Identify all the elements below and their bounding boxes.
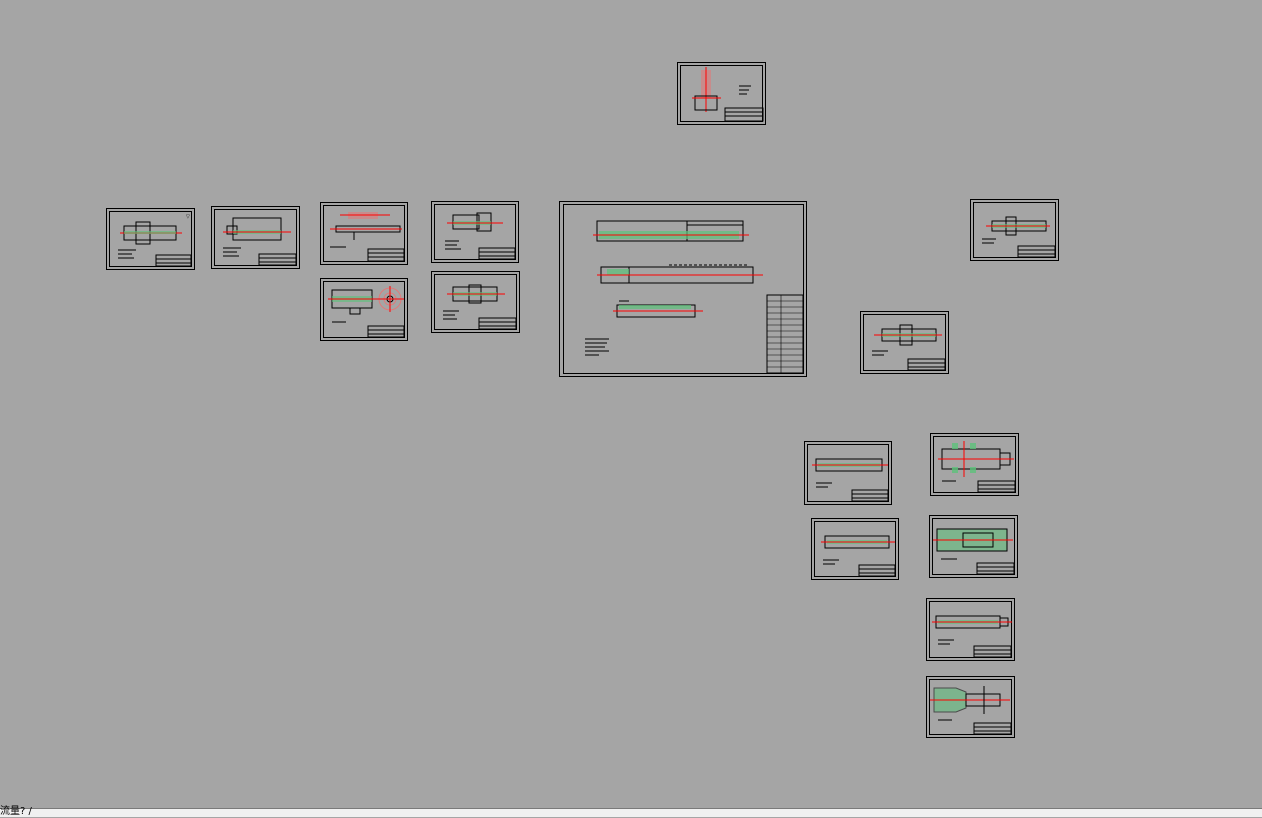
sheet-graphic xyxy=(811,518,899,580)
sheet-graphic xyxy=(320,278,408,341)
svg-text:▽: ▽ xyxy=(186,214,190,220)
status-text: 流量? / xyxy=(0,806,32,817)
drawing-sheet-shaft-7[interactable] xyxy=(860,311,949,374)
drawing-sheet-shaft-3[interactable] xyxy=(320,202,408,265)
drawing-sheet-shaft-11[interactable] xyxy=(929,515,1018,578)
drawing-sheet-shaft-6[interactable] xyxy=(970,199,1059,261)
drawing-sheet-shaft-1[interactable]: ▽ xyxy=(106,208,195,270)
sheet-graphic xyxy=(677,62,766,125)
sheet-graphic xyxy=(860,311,949,374)
sheet-graphic xyxy=(926,598,1015,661)
sheet-graphic xyxy=(211,206,300,269)
drawing-sheet-shaft-12[interactable] xyxy=(926,598,1015,661)
sheet-graphic xyxy=(431,201,519,263)
sheet-graphic xyxy=(559,201,807,377)
drawing-sheet-bracket[interactable] xyxy=(677,62,766,125)
sheet-graphic xyxy=(804,441,892,505)
drawing-sheet-shaft-9[interactable] xyxy=(930,433,1019,496)
drawing-sheet-shaft-10[interactable] xyxy=(811,518,899,580)
drawing-sheet-shaft-13[interactable] xyxy=(926,676,1015,738)
sheet-graphic xyxy=(320,202,408,265)
drawing-sheet-assembly[interactable] xyxy=(559,201,807,377)
sheet-graphic xyxy=(926,676,1015,738)
sheet-graphic xyxy=(970,199,1059,261)
sheet-graphic: ▽ xyxy=(106,208,195,270)
drawing-sheet-shaft-4[interactable] xyxy=(431,201,519,263)
sheet-graphic xyxy=(929,515,1018,578)
drawing-sheet-shaft-8[interactable] xyxy=(804,441,892,505)
drawing-sheet-shaft-5[interactable] xyxy=(431,271,520,333)
sheet-graphic xyxy=(431,271,520,333)
drawing-sheet-flange[interactable] xyxy=(320,278,408,341)
drawing-sheet-shaft-2[interactable] xyxy=(211,206,300,269)
status-bar: 流量? / xyxy=(0,806,1262,817)
sheet-graphic xyxy=(930,433,1019,496)
